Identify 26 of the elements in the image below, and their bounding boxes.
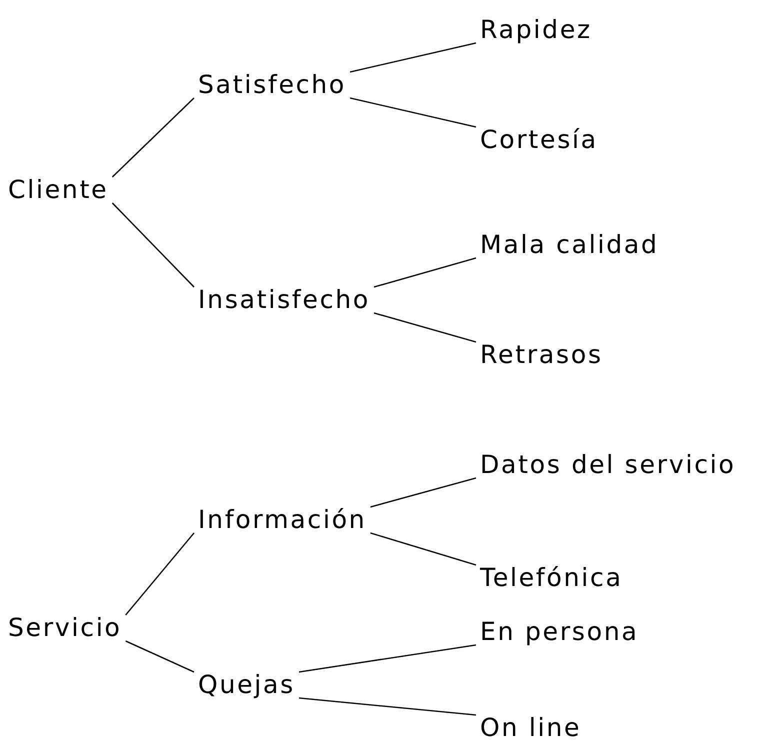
tree-label: On line: [476, 713, 586, 743]
tree-label: Datos del servicio: [476, 450, 740, 480]
branch-line: [125, 532, 194, 616]
tree-label: Satisfecho: [194, 70, 350, 100]
branch-line: [374, 257, 476, 288]
branch-line: [370, 477, 476, 508]
branch-line: [374, 312, 476, 343]
branch-line: [125, 640, 194, 673]
branch-line: [350, 42, 476, 73]
tree-label: Cortesía: [476, 125, 602, 155]
tree-label: Mala calidad: [476, 230, 663, 260]
branch-line: [298, 644, 476, 673]
branch-line: [112, 98, 194, 178]
branch-line: [112, 202, 194, 288]
branch-line: [350, 97, 476, 128]
tree-label: Insatisfecho: [194, 285, 374, 315]
tree-label: Información: [194, 505, 370, 535]
tree-label: Retrasos: [476, 340, 607, 370]
tree-label: Servicio: [4, 613, 126, 643]
branch-line: [370, 532, 476, 566]
branch-line: [298, 697, 476, 716]
tree-label: Quejas: [194, 670, 299, 700]
tree-label: Telefónica: [476, 563, 627, 593]
tree-label: En persona: [476, 617, 643, 647]
tree-label: Cliente: [4, 175, 112, 205]
tree-label: Rapidez: [476, 15, 596, 45]
